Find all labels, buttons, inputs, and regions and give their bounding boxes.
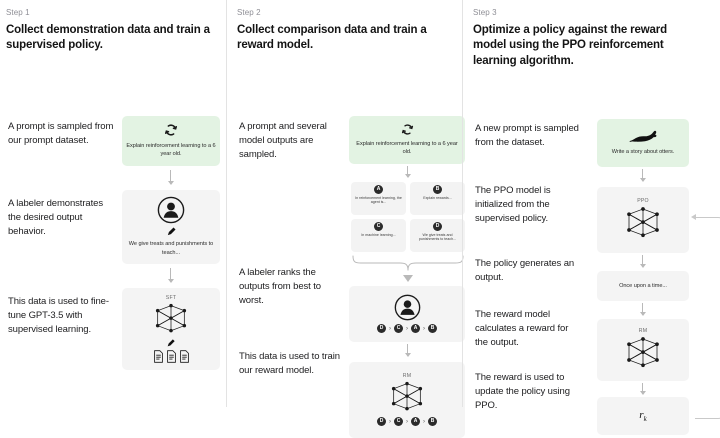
step-1-sft-box[interactable]: SFT [122, 287, 220, 370]
recycle-icon [164, 123, 178, 137]
step-2-rm-tag: RM [402, 373, 412, 380]
step-3-output-text: Once upon a time... [619, 282, 667, 289]
neural-network-icon [387, 380, 427, 414]
step-2-title: Collect comparison data and train a rewa… [237, 24, 427, 52]
step-2-arrow-1 [404, 165, 411, 178]
step-2-output-a[interactable]: A In reinforcement learning, the agent i… [351, 181, 406, 215]
step-3-feedback-loop [691, 214, 720, 419]
pencil-icon [166, 338, 176, 348]
rank-separator: › [406, 418, 408, 425]
step-2-caption-3: This data is used to train our reward mo… [239, 350, 340, 376]
step-3-title: Optimize a policy against the reward mod… [473, 24, 667, 67]
step-1-labeler-text: We give treats and punishments to teach.… [128, 241, 214, 256]
step-3-rm-box[interactable]: RM [597, 318, 689, 381]
step-2-output-c[interactable]: C In machine learning... [351, 218, 406, 252]
step-1-prompt-box[interactable]: Explain reinforcement learning to a 6 ye… [122, 115, 220, 166]
rank-4-badge: B [428, 324, 437, 334]
step-1-caption-3: This data is used to fine-tune GPT-3.5 w… [8, 295, 109, 336]
step-2-prompt-text: Explain reinforcement learning to a 6 ye… [356, 140, 458, 156]
step-3-rm-tag: RM [638, 328, 648, 335]
step-3-caption-1: A new prompt is sampled from the dataset… [475, 122, 579, 149]
pencil-icon [166, 226, 177, 237]
step-1-sft-tag: SFT [165, 294, 177, 301]
step-3-reward-box[interactable]: rk [597, 396, 689, 435]
neural-network-icon [622, 335, 664, 371]
step-2-label: Step 2 [237, 8, 261, 17]
step-1-title: Collect demonstration data and train a s… [6, 24, 210, 52]
step-1-arrow-1 [167, 169, 174, 185]
badge-b: B [433, 184, 442, 194]
step-1-caption-2: A labeler demonstrates the desired outpu… [8, 197, 103, 238]
person-icon [157, 196, 185, 224]
step-2-column: Step 2 Collect comparison data and train… [226, 0, 465, 438]
rank-3-badge: A [411, 324, 420, 334]
step-2-captions: A prompt and several model outputs are s… [237, 54, 347, 384]
neural-network-icon [151, 302, 191, 336]
badge-c: C [374, 221, 383, 231]
rm-rank-1-badge: D [377, 417, 386, 427]
step-2-output-d[interactable]: D We give treats and punishments to teac… [410, 218, 465, 252]
step-3-arrow-2 [639, 254, 646, 268]
reward-symbol-subscript: k [643, 414, 647, 423]
step-2-output-c-text: In machine learning... [361, 232, 396, 237]
rm-rank-4-badge: B [428, 417, 437, 427]
step-2-ranking-box[interactable]: D › C › A › B [349, 285, 465, 342]
step-3-captions: A new prompt is sampled from the dataset… [473, 69, 591, 412]
step-2-rm-box[interactable]: RM [349, 361, 465, 438]
step-2-ranking-row: D › C › A › B [377, 324, 437, 334]
step-2-prompt-box[interactable]: Explain reinforcement learning to a 6 ye… [349, 115, 465, 164]
step-1-column: Step 1 Collect demonstration data and tr… [0, 0, 226, 407]
rm-rank-2-badge: C [394, 417, 403, 427]
step-1-prompt-text: Explain reinforcement learning to a 6 ye… [126, 142, 216, 158]
step-2-caption-1: A prompt and several model outputs are s… [239, 120, 327, 161]
feedback-arrow-head [691, 214, 696, 221]
step-3-prompt-text: Write a story about otters. [611, 148, 675, 155]
step-1-labeler-box[interactable]: We give treats and punishments to teach.… [122, 189, 220, 264]
neural-network-icon [622, 205, 664, 241]
documents-icon [153, 349, 190, 363]
step-3-arrow-4 [639, 382, 646, 395]
step-1-caption-1: A prompt is sampled from our prompt data… [8, 120, 114, 146]
step-3-caption-4: The reward model calculates a reward for… [475, 308, 569, 349]
step-3-caption-3: The policy generates an output. [475, 257, 575, 284]
badge-d: D [433, 221, 442, 231]
rank-separator: › [389, 325, 391, 332]
step-3-arrow-1 [639, 168, 646, 182]
step-1-captions: A prompt is sampled from our prompt data… [6, 54, 118, 384]
rank-separator: › [389, 418, 391, 425]
step-2-output-d-text: We give treats and punishments to teach.… [418, 232, 457, 242]
rm-rank-3-badge: A [411, 417, 420, 427]
step-3-figures: Write a story about otters. PPO [591, 69, 720, 435]
step-2-caption-2: A labeler ranks the outputs from best to… [239, 266, 321, 307]
step-3-caption-5: The reward is used to update the policy … [475, 371, 570, 412]
recycle-icon [401, 123, 414, 136]
step-2-rm-ranking-row: D › C › A › B [377, 417, 437, 427]
otter-icon [629, 130, 657, 143]
person-icon [394, 294, 421, 321]
step-2-output-a-text: In reinforcement learning, the agent is.… [355, 195, 402, 205]
step-3-caption-2: The PPO model is initialized from the su… [475, 184, 551, 225]
step-3-arrow-3 [639, 302, 646, 316]
rank-separator: › [423, 418, 425, 425]
step-3-prompt-box[interactable]: Write a story about otters. [597, 118, 689, 167]
rank-2-badge: C [394, 324, 403, 334]
rank-separator: › [406, 325, 408, 332]
step-3-label: Step 3 [473, 8, 497, 17]
step-3-ppo-box[interactable]: PPO [597, 186, 689, 253]
badge-a: A [374, 184, 383, 194]
step-2-output-b[interactable]: B Explain rewards... [410, 181, 465, 215]
step-1-arrow-2 [167, 267, 174, 283]
step-3-ppo-tag: PPO [637, 198, 649, 205]
rank-separator: › [423, 325, 425, 332]
reward-symbol: rk [639, 409, 646, 423]
step-1-label: Step 1 [6, 8, 30, 17]
step-2-output-b-text: Explain rewards... [423, 195, 452, 200]
step-2-converge-brace [351, 254, 465, 282]
step-1-figures: Explain reinforcement learning to a 6 ye… [118, 54, 226, 384]
step-2-figures: Explain reinforcement learning to a 6 ye… [347, 54, 465, 438]
step-3-column: Step 3 Optimize a policy against the rew… [462, 0, 720, 435]
step-2-arrow-2 [404, 343, 411, 357]
rank-1-badge: D [377, 324, 386, 334]
step-3-output-box[interactable]: Once upon a time... [597, 270, 689, 301]
